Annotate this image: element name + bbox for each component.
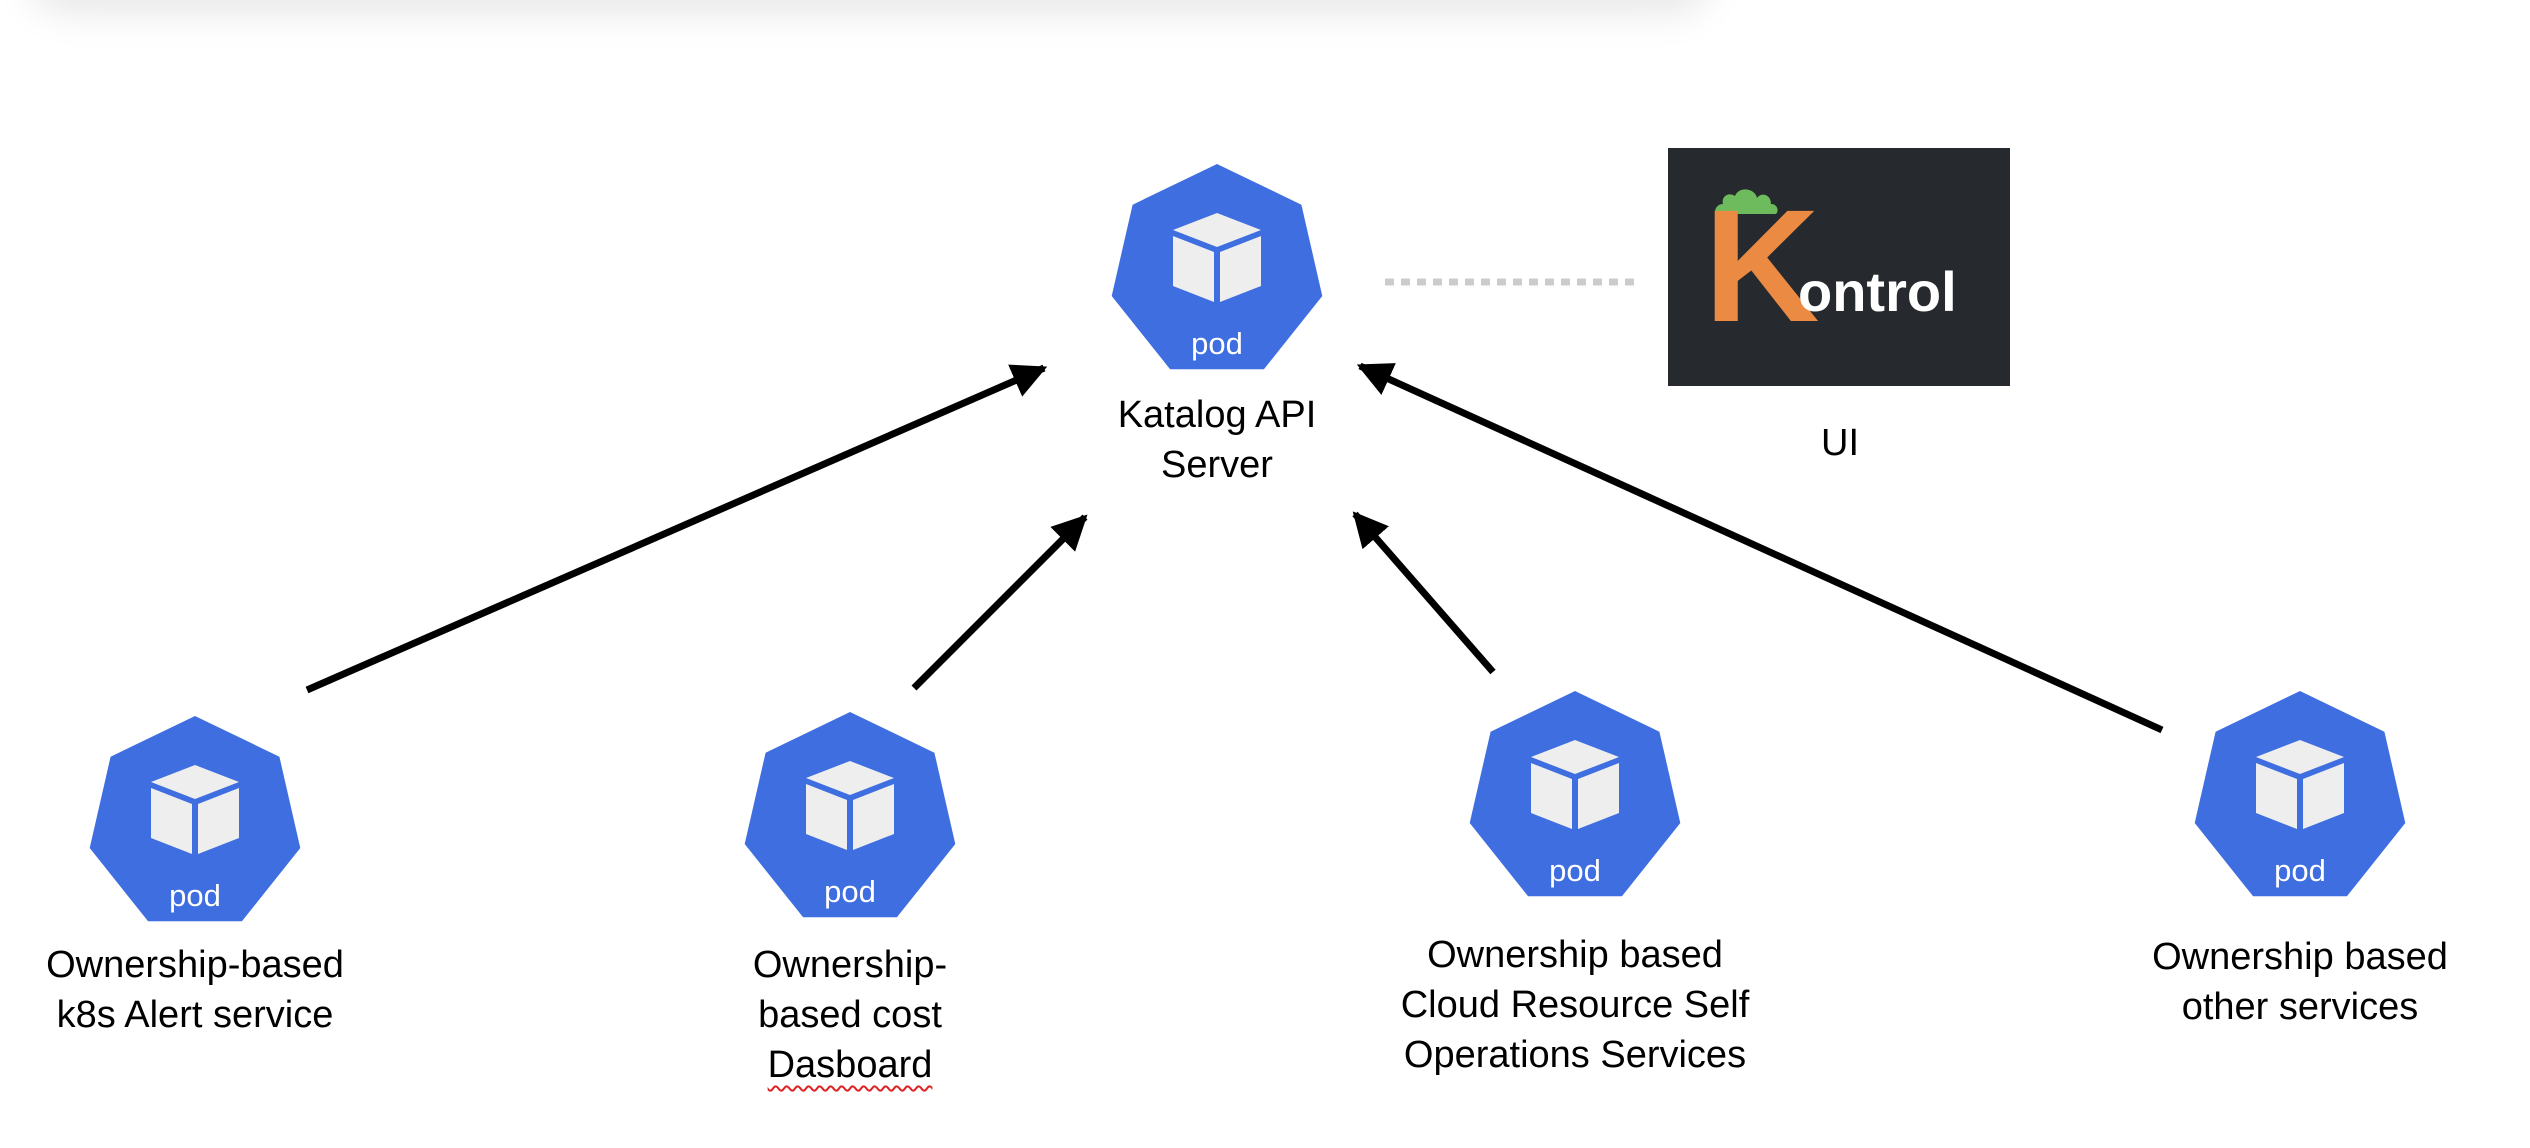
kontrol-logo: K ontrol bbox=[1668, 148, 2010, 386]
label-line: based cost bbox=[758, 994, 942, 1036]
logo-k: K bbox=[1704, 176, 1820, 355]
alert-service-label: Ownership-based k8s Alert service bbox=[20, 940, 370, 1040]
cloud-resource-label: Ownership based Cloud Resource Self Oper… bbox=[1365, 930, 1785, 1080]
arrow-alert-to-api bbox=[305, 364, 1048, 694]
label-line: Server bbox=[1161, 444, 1273, 486]
pod-text: pod bbox=[1191, 326, 1243, 361]
label-line: k8s Alert service bbox=[56, 994, 334, 1036]
cost-dashboard-label: Ownership- based cost Dasboard bbox=[700, 940, 1000, 1090]
label-line: Ownership based bbox=[1427, 934, 1723, 976]
pod-text: pod bbox=[824, 874, 876, 909]
pod-text: pod bbox=[169, 878, 221, 913]
ui-label: UI bbox=[1821, 422, 1859, 464]
label-line: Cloud Resource Self bbox=[1400, 984, 1750, 1026]
pod-text: pod bbox=[2274, 853, 2326, 888]
label-line: Ownership-based bbox=[46, 944, 344, 986]
pod-icon-cloud-resource: pod bbox=[1469, 691, 1681, 897]
cloud-icon bbox=[1715, 189, 1778, 214]
label-line: Ownership- bbox=[752, 944, 948, 986]
pod-icon-cost-dashboard: pod bbox=[744, 712, 956, 918]
label-line: Dasboard bbox=[767, 1044, 933, 1086]
arrow-cost-to-api bbox=[911, 514, 1088, 691]
pod-text: pod bbox=[1549, 853, 1601, 888]
arrow-cloud-to-api bbox=[1352, 511, 1496, 675]
pod-icon-alert-service: pod bbox=[89, 716, 301, 922]
label-line: Ownership based bbox=[2152, 936, 2448, 978]
pod-icon-katalog-api: pod bbox=[1111, 164, 1323, 370]
label-line: Katalog API bbox=[1117, 394, 1317, 436]
pod-icon-other-services: pod bbox=[2194, 691, 2406, 897]
logo-text: ontrol bbox=[1798, 260, 1957, 323]
label-line: Operations Services bbox=[1403, 1034, 1747, 1076]
arrow-other-to-api bbox=[1356, 362, 2164, 734]
arrows bbox=[305, 362, 2164, 734]
label-line: other services bbox=[2181, 986, 2419, 1028]
katalog-api-label: Katalog API Server bbox=[1067, 390, 1367, 490]
other-services-label: Ownership based other services bbox=[2130, 932, 2470, 1032]
